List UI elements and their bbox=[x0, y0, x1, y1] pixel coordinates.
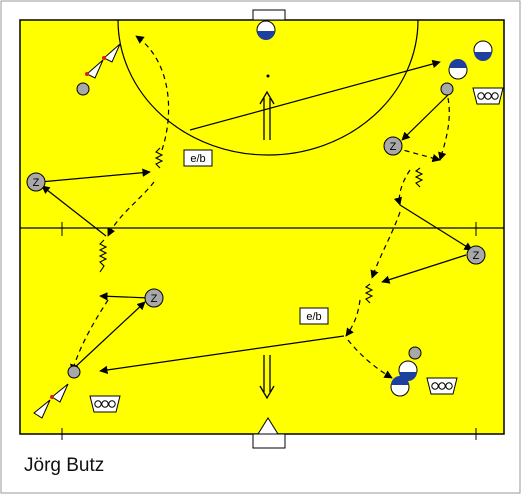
goal-icon bbox=[252, 9, 286, 21]
drill-label: e/b bbox=[306, 311, 321, 323]
ball-basket-icon bbox=[89, 87, 504, 413]
player-icon bbox=[26, 136, 486, 308]
player-marker: Z bbox=[151, 293, 158, 305]
drill-label-box bbox=[183, 149, 213, 167]
cone-icon bbox=[33, 43, 121, 419]
goalkeeper-top bbox=[256, 20, 276, 40]
cone-icon bbox=[257, 417, 279, 435]
player-icon bbox=[440, 82, 454, 96]
goal-area-arc bbox=[117, 19, 419, 156]
author-caption: Jörg Butz bbox=[24, 455, 105, 476]
ball-icon bbox=[390, 40, 493, 397]
drill-label: e/b bbox=[190, 153, 205, 165]
player-marker: Z bbox=[473, 250, 480, 262]
player-icon bbox=[408, 346, 422, 360]
player-icon bbox=[76, 82, 90, 96]
drill-label-box bbox=[299, 307, 329, 325]
court bbox=[19, 19, 505, 435]
goal-icon bbox=[252, 433, 286, 449]
player-marker: Z bbox=[390, 141, 397, 153]
player-marker: Z bbox=[33, 177, 40, 189]
player-icon bbox=[67, 365, 81, 379]
